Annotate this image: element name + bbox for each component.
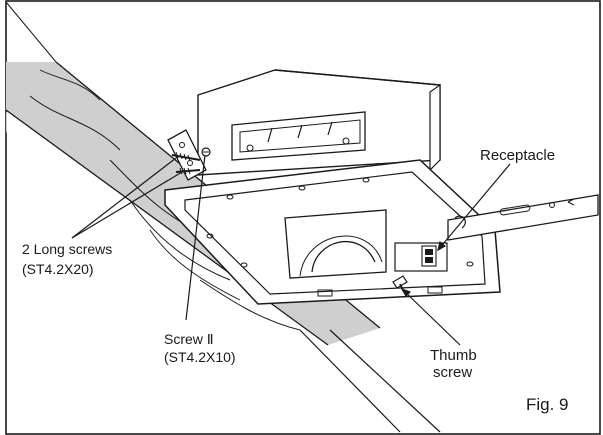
long-screw-icon [175,167,201,175]
figure-caption: Fig. 9 [526,395,569,414]
hanger-bar [447,194,599,241]
flange-hole [226,194,234,200]
label-thumb-screw-line2: screw [433,364,472,381]
label-receptacle: Receptacle [480,147,555,164]
figure-border [5,0,601,435]
flange-hole [298,185,306,191]
screw-ii-icon [201,147,211,157]
label-long-screws-line2: (ST4.2X20) [22,261,94,277]
flange-hole [240,262,248,268]
fan-housing [197,69,441,176]
label-long-screws-line1: 2 Long screws [22,241,112,257]
label-screw-ii-line2: (ST4.2X10) [164,349,236,365]
long-screw-icon [171,151,201,162]
flange-hole [466,261,474,267]
housing-flange [164,159,501,305]
side-bracket [167,129,211,181]
flange-hole [206,233,214,239]
leader-lines [71,154,511,346]
label-thumb-screw-line1: Thumb [430,347,477,364]
flange-hole [362,177,370,183]
label-screw-ii-line1: Screw Ⅱ [164,331,214,347]
